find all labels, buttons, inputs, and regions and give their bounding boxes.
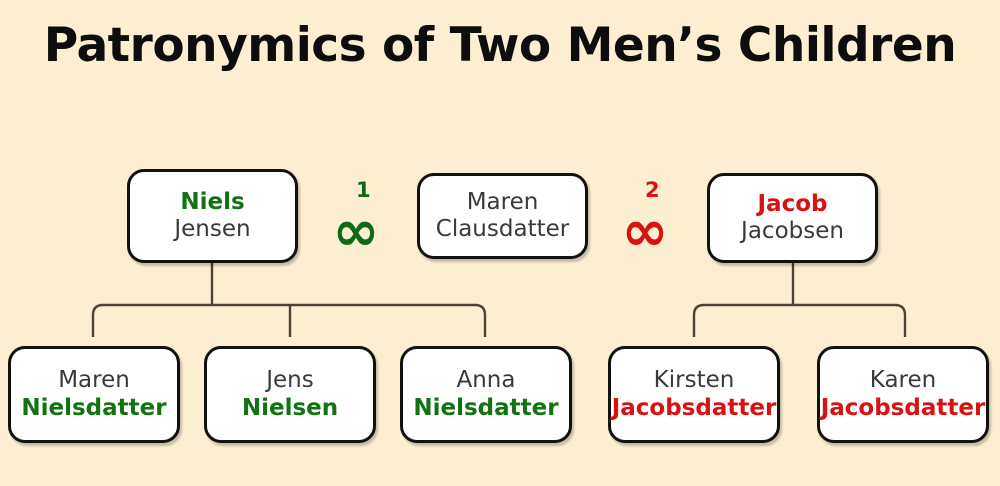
marriage-symbol-2: 2 ∞ — [602, 178, 688, 264]
infinity-icon: ∞ — [621, 199, 669, 264]
surname: Clausdatter — [435, 216, 570, 242]
page-title: Patronymics of Two Men’s Children — [43, 18, 957, 73]
marriage-number: 1 — [356, 178, 371, 202]
given-name: Maren — [466, 188, 539, 215]
given-name: Kirsten — [653, 367, 735, 394]
person-box-kirsten-jacobsdatter[interactable]: Kirsten Jacobsdatter — [608, 346, 780, 443]
marriage-number: 2 — [645, 178, 660, 202]
person-box-maren-nielsdatter[interactable]: Maren Nielsdatter — [8, 346, 180, 443]
sibling-bar-red — [692, 303, 907, 337]
surname: Nielsen — [241, 394, 339, 421]
person-box-niels[interactable]: Niels Jensen — [127, 169, 298, 263]
surname: Jacobsen — [741, 218, 844, 244]
surname: Nielsdatter — [413, 394, 559, 421]
person-box-jens-nielsen[interactable]: Jens Nielsen — [204, 346, 376, 443]
surname: Nielsdatter — [21, 394, 167, 421]
person-box-anna-nielsdatter[interactable]: Anna Nielsdatter — [400, 346, 572, 443]
sibling-bar-green — [91, 303, 487, 337]
given-name: Jens — [266, 367, 314, 394]
surname: Jacobsdatter — [611, 394, 777, 421]
given-name: Niels — [180, 188, 245, 215]
infinity-icon: ∞ — [332, 199, 380, 264]
marriage-symbol-1: 1 ∞ — [313, 178, 399, 264]
person-box-jacob[interactable]: Jacob Jacobsen — [707, 173, 878, 263]
surname: Jacobsdatter — [820, 394, 986, 421]
given-name: Anna — [456, 367, 516, 394]
surname: Jensen — [174, 216, 251, 242]
given-name: Karen — [869, 367, 937, 394]
person-box-karen-jacobsdatter[interactable]: Karen Jacobsdatter — [817, 346, 989, 443]
given-name: Maren — [58, 367, 130, 394]
person-box-maren-clausdatter[interactable]: Maren Clausdatter — [417, 173, 588, 259]
given-name: Jacob — [757, 190, 828, 217]
